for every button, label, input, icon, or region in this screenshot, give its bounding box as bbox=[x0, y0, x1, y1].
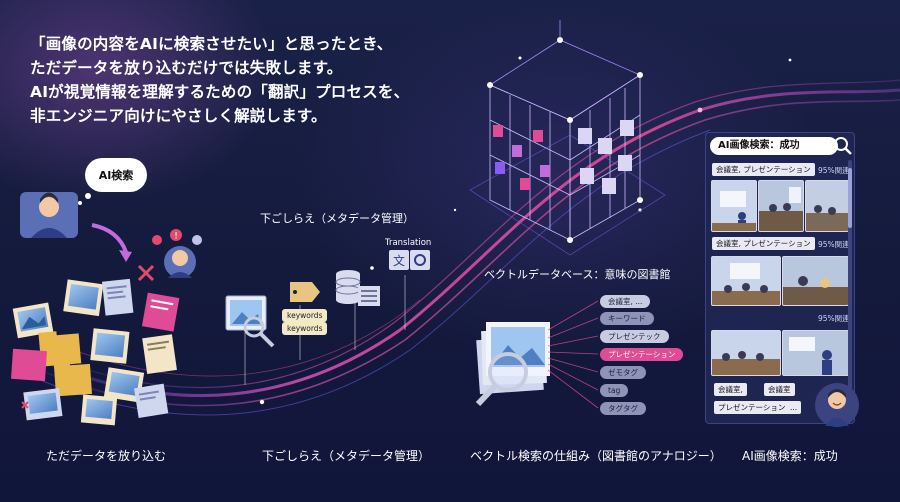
step2-title: 下ごしらえ（メタデータ管理） bbox=[260, 212, 414, 225]
image-magnifier-icon bbox=[225, 295, 275, 348]
step2-illustration: 文 bbox=[225, 250, 430, 385]
happy-user-icon bbox=[815, 383, 859, 427]
user-icon bbox=[20, 192, 78, 238]
scattered-files bbox=[10, 278, 180, 426]
bottom-tag-3: プレゼンテーション bbox=[714, 401, 790, 414]
vector-db-label: ベクトルデータベース：意味の図書館 bbox=[484, 268, 671, 281]
bottom-tag-1: 会議室, bbox=[714, 383, 747, 396]
result-thumb-1c[interactable] bbox=[805, 180, 849, 232]
results-scrollbar[interactable] bbox=[848, 160, 852, 415]
flow-ribbons bbox=[39, 79, 900, 416]
tag-pill-5: ゼモタグ bbox=[600, 366, 646, 379]
result-thumb-3b[interactable] bbox=[782, 330, 849, 376]
result-thumb-2a[interactable] bbox=[711, 256, 781, 306]
confused-person-icon: ! bbox=[152, 229, 202, 278]
tag-pill-3: プレゼンテック bbox=[600, 330, 669, 343]
translate-icon: 文 bbox=[389, 250, 430, 270]
results-scrollbar-thumb[interactable] bbox=[848, 168, 852, 228]
tag-pill-4: プレゼンテーション bbox=[600, 348, 684, 361]
bottom-tag-2: 会議室 bbox=[764, 383, 795, 396]
result-label-2: 会議室, プレゼンテーション bbox=[712, 237, 815, 250]
step1-illustration: ! bbox=[10, 192, 202, 426]
step3-caption: ベクトル検索の仕組み（図書館のアナロジー） bbox=[470, 449, 722, 463]
tag-pill-7: タグタグ bbox=[600, 402, 646, 415]
result-thumb-2b[interactable] bbox=[782, 256, 849, 306]
result-relevance-1: 95%関連 bbox=[818, 166, 850, 175]
step2-caption: 下ごしらえ（メタデータ管理） bbox=[262, 449, 431, 463]
result-thumb-3a[interactable] bbox=[711, 330, 781, 376]
tag-pill-2: キーワード bbox=[600, 312, 654, 325]
intro-line-4: 非エンジニア向けにやさしく解説します。 bbox=[30, 107, 327, 125]
keyword-tag-1: keywords bbox=[282, 309, 328, 322]
result-thumb-1b[interactable] bbox=[758, 180, 804, 232]
cube-nodes bbox=[487, 37, 643, 243]
step4-caption: AI画像検索：成功 bbox=[742, 449, 838, 463]
intro-line-2: ただデータを放り込むだけでは失敗します。 bbox=[30, 59, 343, 77]
intro-text: 「画像の内容をAIに検索させたい」と思ったとき、 ただデータを放り込むだけでは失… bbox=[30, 32, 410, 128]
ai-search-bubble: AI検索 bbox=[85, 158, 147, 192]
sparkles bbox=[148, 56, 792, 405]
search-icon[interactable] bbox=[832, 135, 854, 157]
pill-connectors bbox=[547, 300, 599, 409]
tag-pill-6: tag bbox=[600, 384, 629, 397]
svg-text:文: 文 bbox=[393, 253, 405, 268]
step1-caption: ただデータを放り込む bbox=[46, 449, 167, 463]
image-stack-magnifier bbox=[475, 322, 550, 407]
error-x-icon bbox=[137, 264, 155, 282]
tag-pill-1: 会議室, ... bbox=[600, 295, 651, 308]
intro-line-1: 「画像の内容をAIに検索させたい」と思ったとき、 bbox=[30, 35, 393, 53]
result-relevance-3: 95%関連 bbox=[818, 314, 850, 323]
keyword-tag-2: keywords bbox=[282, 322, 328, 335]
translation-label: Translation bbox=[385, 238, 432, 248]
search-input[interactable]: AI画像検索：成功 bbox=[710, 137, 838, 155]
result-thumb-1a[interactable] bbox=[711, 180, 757, 232]
result-label-1: 会議室, プレゼンテーション bbox=[712, 163, 815, 176]
tag-icon bbox=[290, 282, 320, 302]
intro-line-3: AIが視覚情報を理解するための「翻訳」プロセスを、 bbox=[30, 83, 410, 101]
bottom-tag-4: ... bbox=[786, 401, 802, 414]
database-icon bbox=[335, 270, 380, 306]
svg-text:!: ! bbox=[174, 232, 178, 242]
result-relevance-2: 95%関連 bbox=[818, 240, 850, 249]
